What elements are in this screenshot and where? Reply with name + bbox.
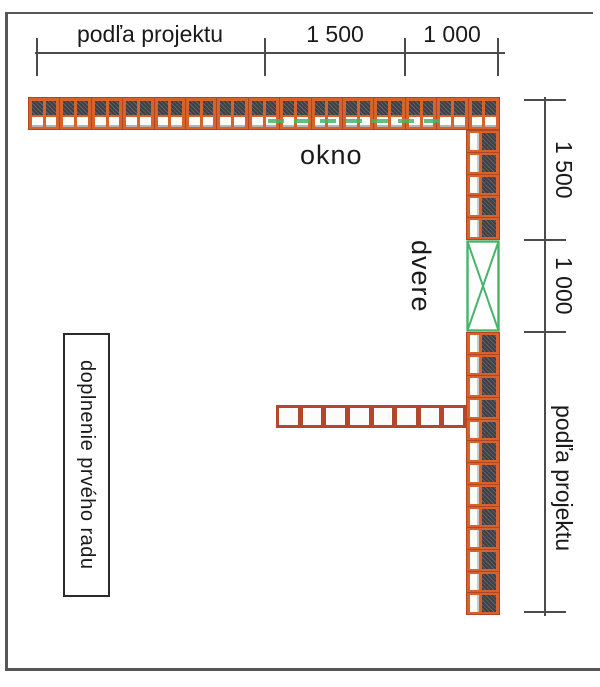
brick — [467, 528, 499, 549]
right-dimension-label-project: podľa projektu — [551, 404, 577, 552]
brick — [437, 98, 468, 129]
brick — [467, 152, 499, 174]
frame-border-top — [5, 12, 593, 14]
outline-brick-cell — [397, 408, 416, 425]
note-box: doplnenie prvého radu — [63, 333, 110, 597]
top-dimension-label-1500: 1 500 — [306, 21, 364, 47]
brick — [467, 174, 499, 196]
brick — [123, 98, 154, 129]
outline-brick-cell — [326, 408, 345, 425]
top-dimension-label-project: podľa projektu — [76, 21, 224, 47]
right-dimension-line — [544, 97, 546, 616]
right-wall-upper — [466, 130, 500, 240]
brick — [91, 98, 123, 129]
brick — [467, 398, 499, 419]
brick — [374, 98, 405, 129]
right-dimension-tick — [524, 611, 566, 613]
outline-brick-cell — [420, 408, 440, 425]
brick — [343, 98, 374, 129]
frame-border-bottom — [5, 668, 600, 671]
outline-brick-cell — [373, 408, 393, 425]
outline-brick-cell — [444, 408, 463, 425]
window-label: okno — [300, 140, 363, 170]
brick — [248, 98, 280, 129]
outline-brick-cell — [349, 408, 369, 425]
brick — [405, 98, 437, 129]
brick — [29, 98, 60, 129]
brick — [467, 333, 499, 354]
top-dimension-line — [35, 52, 505, 54]
brick — [467, 196, 499, 218]
brick — [468, 98, 500, 129]
middle-partition-wall — [276, 405, 466, 428]
brick — [467, 354, 499, 376]
door-label: dvere — [406, 239, 436, 313]
brick — [467, 571, 499, 593]
brick — [467, 441, 499, 463]
top-wall — [28, 97, 500, 130]
brick — [217, 98, 248, 129]
brick — [186, 98, 217, 129]
right-wall-lower — [466, 332, 500, 615]
top-dimension-tick — [404, 38, 406, 76]
right-dimension-tick — [524, 239, 566, 241]
brick — [311, 98, 343, 129]
top-dimension-tick — [264, 38, 266, 76]
top-dimension-label-1000: 1 000 — [423, 21, 481, 47]
brick — [467, 218, 499, 239]
brick — [280, 98, 311, 129]
note-box-label: doplnenie prvého radu — [76, 360, 98, 570]
brick — [154, 98, 186, 129]
brick — [467, 593, 499, 614]
window-sill-marker — [268, 119, 450, 123]
brick — [467, 484, 499, 506]
frame-border-left — [5, 12, 8, 671]
right-dimension-label-1000: 1 000 — [551, 257, 577, 315]
top-dimension-tick — [497, 38, 499, 76]
brick — [467, 376, 499, 398]
outline-brick-cell — [302, 408, 322, 425]
right-dimension-tick — [524, 331, 566, 333]
brick — [467, 131, 499, 152]
door-opening-marker — [466, 240, 500, 332]
brick — [467, 419, 499, 441]
right-dimension-tick — [524, 99, 566, 101]
brick — [60, 98, 91, 129]
brick — [467, 463, 499, 484]
right-dimension-label-1500: 1 500 — [551, 141, 577, 199]
outline-brick-cell — [279, 408, 298, 425]
brick — [467, 549, 499, 571]
top-dimension-tick — [36, 38, 38, 76]
brick — [467, 506, 499, 528]
